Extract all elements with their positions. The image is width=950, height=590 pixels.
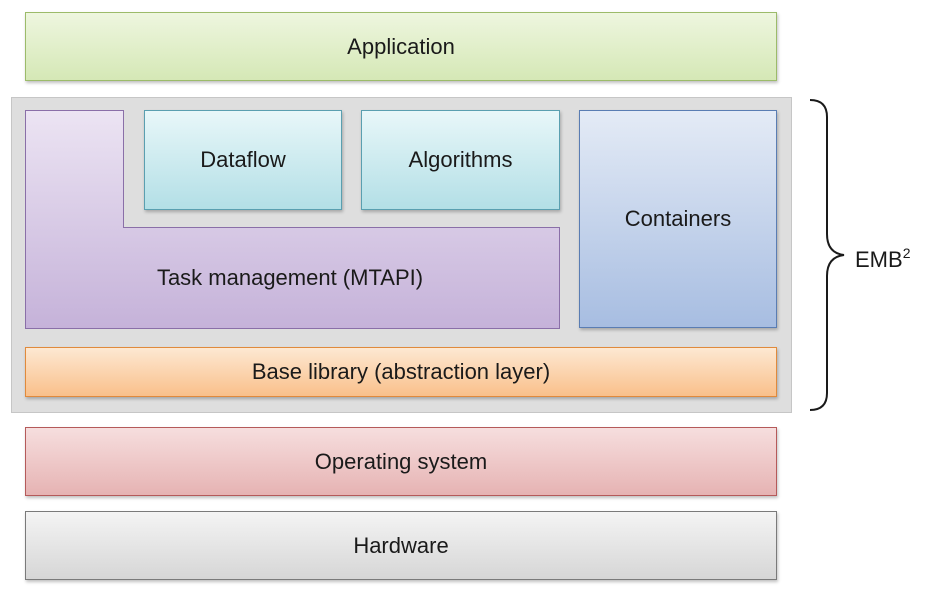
- containers-layer: Containers: [579, 110, 777, 328]
- hardware-layer: Hardware: [25, 511, 777, 580]
- dataflow-layer: Dataflow: [144, 110, 342, 210]
- emb2-label: EMB2: [855, 245, 910, 273]
- base-library-label: Base library (abstraction layer): [251, 359, 551, 384]
- application-label: Application: [347, 33, 455, 59]
- emb2-superscript: 2: [902, 245, 911, 261]
- application-layer: Application: [25, 12, 777, 81]
- containers-label: Containers: [624, 206, 732, 231]
- hardware-label: Hardware: [353, 532, 449, 558]
- emb2-brace-icon: [809, 99, 845, 411]
- algorithms-label: Algorithms: [408, 147, 513, 172]
- base-library-layer: Base library (abstraction layer): [25, 347, 777, 397]
- algorithms-layer: Algorithms: [361, 110, 560, 210]
- operating-system-layer: Operating system: [25, 427, 777, 496]
- task-management-label: Task management (MTAPI): [156, 265, 424, 290]
- operating-system-label: Operating system: [314, 448, 488, 474]
- emb2-text: EMB: [855, 247, 903, 272]
- dataflow-label: Dataflow: [200, 147, 286, 172]
